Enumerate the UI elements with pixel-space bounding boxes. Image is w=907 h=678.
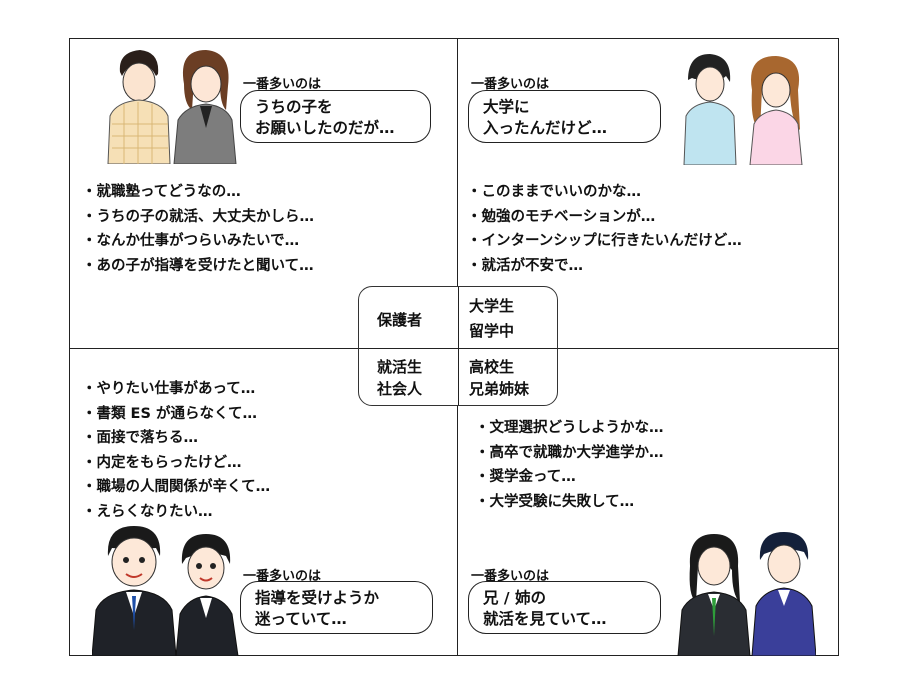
highschool-bubble-line-2: 就活を見ていて… — [483, 610, 607, 628]
list-item: 内定をもらったけど… — [82, 451, 270, 476]
category-center-box: 保護者 大学生 留学中 就活生 社会人 高校生 兄弟姉妹 — [358, 286, 558, 406]
list-item: なんか仕事がつらいみたいで… — [82, 229, 314, 254]
parents-label: 一番多いのは — [243, 77, 322, 92]
list-item: 書類 ES が通らなくて… — [82, 402, 270, 427]
jobseeker-bubble-line-2: 迷っていて… — [255, 610, 347, 628]
list-item: うちの子の就活、大丈夫かしら… — [82, 205, 315, 230]
parents-speech-bubble: うちの子を お願いしたのだが… — [240, 90, 431, 143]
diagram-frame — [69, 38, 839, 656]
list-item: 就職塾ってどうなの… — [82, 180, 314, 205]
list-item: やりたい仕事があって… — [82, 377, 270, 402]
category-working-adult: 社会人 — [377, 380, 423, 398]
university-label: 一番多いのは — [471, 77, 550, 92]
highschool-speech-bubble: 兄 / 姉の 就活を見ていて… — [468, 581, 661, 634]
category-highschool: 高校生 — [469, 358, 515, 376]
list-item: 勉強のモチベーションが… — [467, 205, 742, 230]
list-item: インターンシップに行きたいんだけど… — [467, 229, 742, 254]
university-concerns-list: このままでいいのかな… 勉強のモチベーションが… インターンシップに行きたいんだ… — [467, 180, 742, 278]
jobseeker-bubble-line-1: 指導を受けようか — [255, 589, 380, 607]
category-university: 大学生 — [469, 297, 515, 315]
parents-bubble-line-2: お願いしたのだが… — [255, 119, 395, 137]
list-item: えらくなりたい… — [82, 500, 270, 525]
list-item: 就活が不安で… — [467, 254, 742, 279]
jobseeker-speech-bubble: 指導を受けようか 迷っていて… — [240, 581, 433, 634]
center-horizontal-line — [359, 348, 557, 349]
highschool-bubble-line-1: 兄 / 姉の — [483, 589, 546, 607]
jobseeker-label: 一番多いのは — [243, 569, 322, 584]
university-bubble-line-2: 入ったんだけど… — [483, 119, 608, 137]
university-students-illustration — [683, 54, 803, 165]
jobseekers-illustration — [92, 526, 239, 656]
center-vertical-line — [458, 287, 459, 405]
list-item: 文理選択どうしようかな… — [475, 416, 664, 441]
list-item: 職場の人間関係が辛くて… — [82, 475, 271, 500]
parents-concerns-list: 就職塾ってどうなの… うちの子の就活、大丈夫かしら… なんか仕事がつらいみたいで… — [82, 180, 315, 279]
university-speech-bubble: 大学に 入ったんだけど… — [468, 90, 661, 143]
university-bubble-line-1: 大学に — [483, 98, 530, 116]
highschool-label: 一番多いのは — [471, 569, 550, 584]
category-parents: 保護者 — [377, 311, 423, 329]
highschool-students-illustration — [677, 532, 816, 656]
category-study-abroad: 留学中 — [469, 322, 515, 340]
category-siblings: 兄弟姉妹 — [469, 380, 530, 398]
jobseeker-concerns-list: やりたい仕事があって… 書類 ES が通らなくて… 面接で落ちる… 内定をもらっ… — [82, 377, 271, 525]
highschool-concerns-list: 文理選択どうしようかな… 高卒で就職か大学進学か… 奨学金って… 大学受験に失敗… — [475, 416, 664, 514]
list-item: 面接で落ちる… — [82, 426, 270, 451]
list-item: 大学受験に失敗して… — [475, 490, 664, 515]
list-item: 奨学金って… — [475, 465, 664, 490]
parents-illustration — [107, 50, 237, 164]
parents-bubble-line-1: うちの子を — [255, 98, 333, 116]
list-item: 高卒で就職か大学進学か… — [475, 441, 664, 466]
category-jobseeker: 就活生 — [377, 358, 423, 376]
list-item: あの子が指導を受けたと聞いて… — [82, 254, 314, 279]
list-item: このままでいいのかな… — [467, 180, 742, 205]
